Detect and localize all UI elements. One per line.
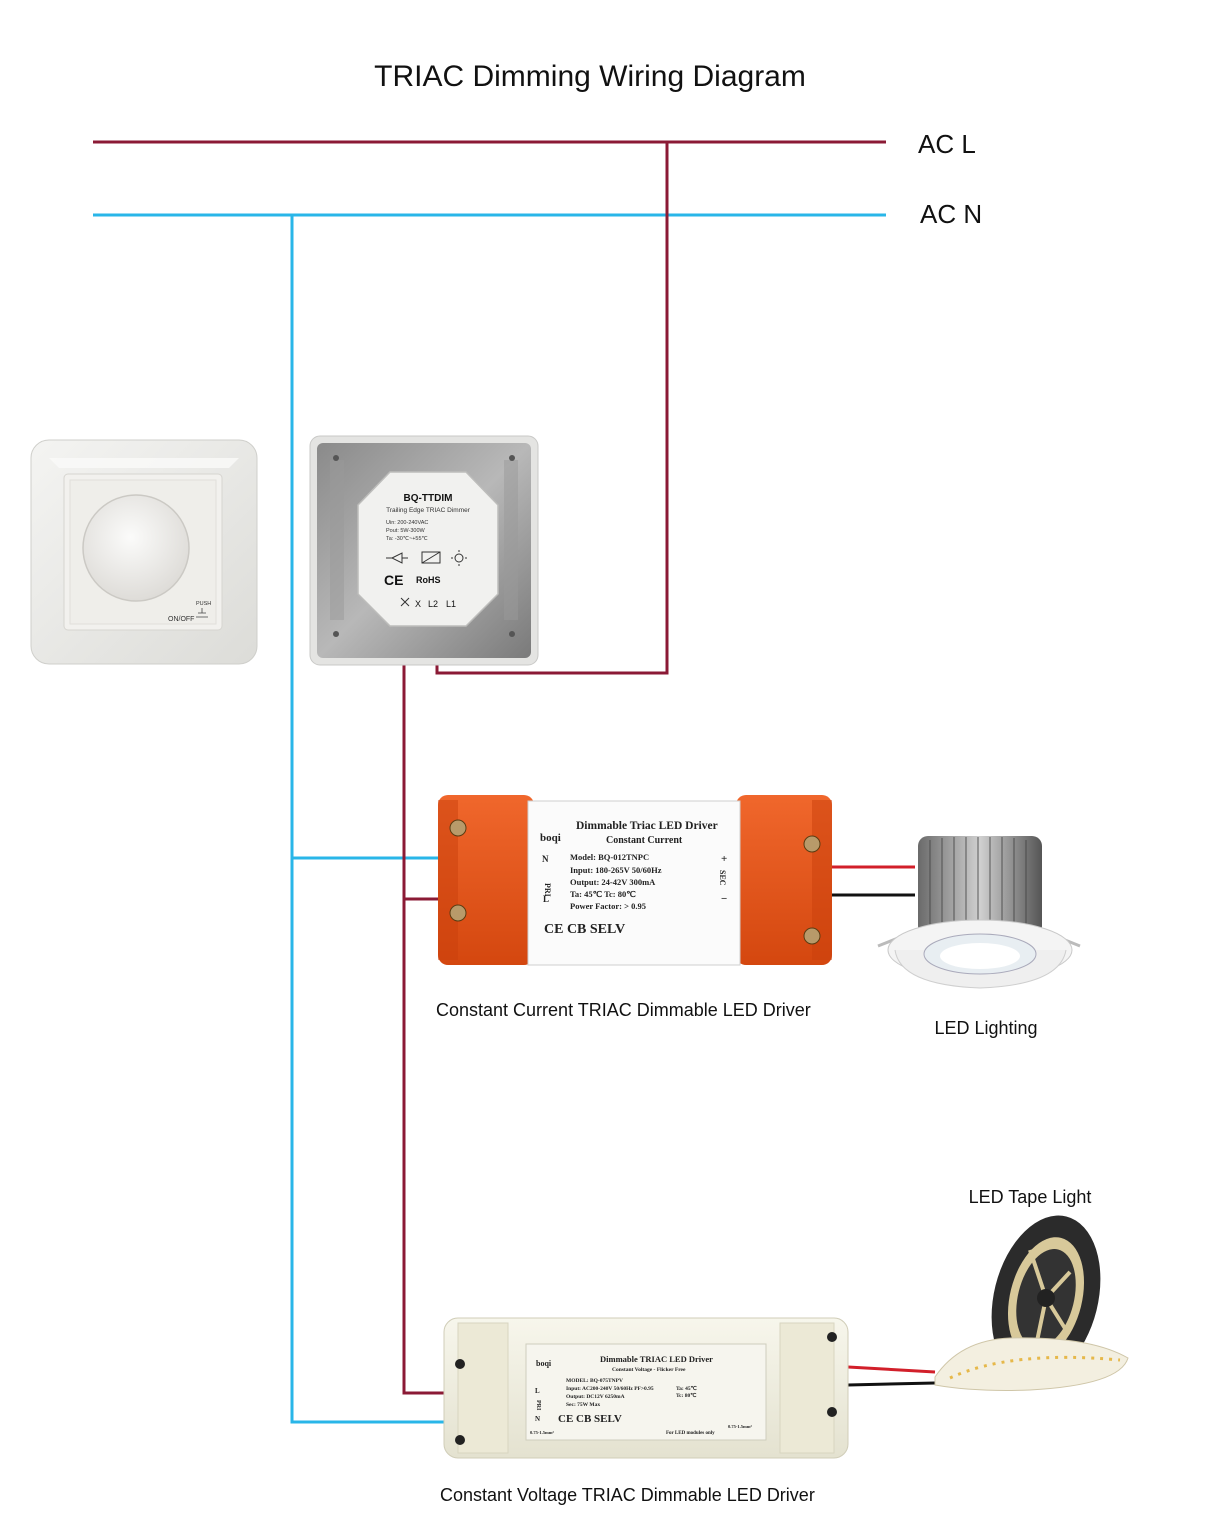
cv-input: Input: AC200-240V 50/60Hz PF>0.95 <box>566 1386 654 1392</box>
dimmer-model: BQ-TTDIM <box>404 493 453 504</box>
diagram-title: TRIAC Dimming Wiring Diagram <box>374 60 806 93</box>
cv-model: MODEL: BQ-075TNPV <box>566 1378 623 1384</box>
cv-driver-caption: Constant Voltage TRIAC Dimmable LED Driv… <box>440 1485 815 1505</box>
dimmer-on-off-label: ON/OFF <box>168 616 194 623</box>
ac-neutral-label: AC N <box>920 199 982 229</box>
dimmer-terminal-l1: L1 <box>446 599 456 609</box>
dimmed-live-trunk <box>402 622 446 1395</box>
cc-n-label: N <box>542 854 549 864</box>
cv-wire-spec-left: 0.75-1.5mm² <box>530 1430 554 1435</box>
led-lighting-label: LED Lighting <box>934 1018 1037 1038</box>
dimmer-spec-ta: Ta: -30℃~+55℃ <box>386 536 429 542</box>
cv-cert-marks: CE CB SELV <box>558 1413 622 1425</box>
cc-l-label: L <box>543 894 549 904</box>
cc-brand: boqi <box>540 832 561 844</box>
dimmer-module-photo: BQ-TTDIM Trailing Edge TRIAC Dimmer Uin:… <box>309 435 539 666</box>
cc-driver-photo: boqi Dimmable Triac LED Driver Constant … <box>438 795 832 966</box>
dimmer-load-icons <box>386 550 467 566</box>
dimmer-front-photo: ON/OFF PUSH <box>30 439 258 665</box>
cv-ta: Ta: 45℃ <box>676 1385 698 1392</box>
cv-tc: Tc: 80℃ <box>676 1392 697 1399</box>
cc-subtitle: Constant Current <box>606 835 683 846</box>
cc-plus-label: + <box>721 853 727 865</box>
cv-output-black-wire <box>847 1381 936 1387</box>
dimmer-push-label: PUSH <box>196 601 211 607</box>
dimmer-subtitle: Trailing Edge TRIAC Dimmer <box>386 507 471 514</box>
cc-temp: Ta: 45℃ Tc: 80℃ <box>570 889 636 899</box>
cv-subtitle: Constant Voltage - Flicker Free <box>612 1367 686 1373</box>
dimmer-knob <box>82 494 190 602</box>
led-downlight-photo <box>877 836 1081 989</box>
cv-pri-label: PRI <box>535 1400 541 1411</box>
cv-l-label: L <box>535 1387 540 1395</box>
cc-output: Output: 24-42V 300mA <box>570 877 656 887</box>
cv-n-label: N <box>535 1415 540 1423</box>
dimmer-rohs-mark: RoHS <box>416 575 441 585</box>
cc-input: Input: 180-265V 50/60Hz <box>570 865 662 875</box>
cv-power: Sec: 75W Max <box>566 1402 600 1408</box>
cc-driver-caption: Constant Current TRIAC Dimmable LED Driv… <box>436 1000 811 1020</box>
cc-pri-label: PRI <box>543 883 552 897</box>
cv-note: For LED modules only <box>666 1431 715 1436</box>
cc-sec-label: SEC <box>718 870 727 886</box>
dimmer-terminal-x: X <box>415 599 421 609</box>
neutral-wire-trunk <box>290 215 446 1424</box>
wires <box>290 142 936 1424</box>
dimmer-ce-mark: CE <box>384 572 403 588</box>
dimmer-no-neutral-icon <box>400 597 410 607</box>
cv-wire-spec-right: 0.75-1.5mm² <box>728 1424 752 1429</box>
led-tape-light-label: LED Tape Light <box>969 1187 1092 1207</box>
cv-brand: boqi <box>536 1359 552 1368</box>
cc-minus-label: − <box>721 893 727 905</box>
cv-title: Dimmable TRIAC LED Driver <box>600 1354 713 1364</box>
cv-driver-photo: boqi Dimmable TRIAC LED Driver Constant … <box>443 1317 849 1459</box>
ac-live-label: AC L <box>918 129 976 159</box>
cv-output: Output: DC12V 6250mA <box>566 1394 625 1400</box>
dimmer-spec-pout: Pout: 5W-300W <box>386 528 426 534</box>
cc-title: Dimmable Triac LED Driver <box>576 820 718 832</box>
cc-pf: Power Factor: > 0.95 <box>570 901 646 911</box>
dimmer-spec-uin: Uin: 200-240VAC <box>386 520 428 526</box>
cc-model: Model: BQ-012TNPC <box>570 852 649 862</box>
led-tape-reel-photo <box>934 1215 1129 1391</box>
cv-output-red-wire <box>847 1365 936 1374</box>
cc-cert-marks: CE CB SELV <box>544 922 625 937</box>
dimmer-terminal-l2: L2 <box>428 599 438 609</box>
